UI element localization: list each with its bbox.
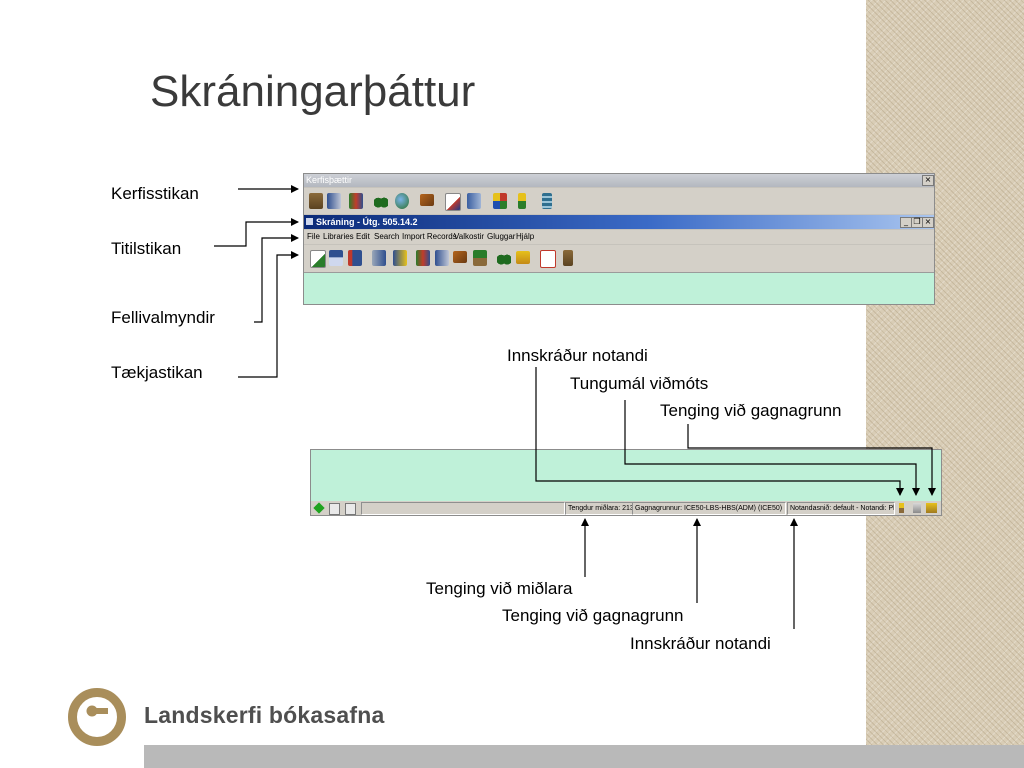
- work-area-bottom: [311, 450, 941, 501]
- logo-text: Landskerfi bókasafna: [144, 702, 385, 728]
- book-icon[interactable]: [435, 250, 449, 266]
- save-icon[interactable]: [329, 250, 343, 266]
- menu-libraries[interactable]: Libraries: [323, 232, 354, 241]
- label-innskradur-notandi-top: Innskráður notandi: [507, 346, 648, 365]
- system-bar-title: Kerfisþættir: [306, 175, 353, 185]
- window-titlebar: Skráning - Útg. 505.14.2 _ ❐ ×: [304, 215, 934, 229]
- label-tenging-midlara: Tenging við miðlara: [426, 579, 573, 598]
- slide-title: Skráningarþáttur: [150, 67, 476, 116]
- user-status-icon[interactable]: [899, 503, 904, 513]
- menu-gluggar[interactable]: Gluggar: [487, 232, 516, 241]
- label-tungumal-vidmots: Tungumál viðmóts: [570, 374, 709, 393]
- status-bar: Tengdur miðlara: 213 Gagnagrunnur: ICE50…: [311, 501, 941, 515]
- menu-search[interactable]: Search: [374, 232, 400, 241]
- stamp-icon[interactable]: [420, 194, 434, 206]
- system-bar-titlebar: Kerfisþættir ×: [304, 174, 934, 187]
- system-toolbar: [304, 188, 934, 214]
- callout-fellivalmyndir: [254, 234, 299, 323]
- label-tenging-gagnagrunn-top: Tenging við gagnagrunn: [660, 401, 842, 420]
- app-toolbar: [304, 245, 934, 273]
- work-area: [304, 273, 934, 304]
- status-database-connection: Gagnagrunnur: ICE50-LBS-HBS(ADM) (ICE50): [632, 502, 786, 515]
- pen-icon[interactable]: [445, 193, 461, 211]
- chart-icon[interactable]: [493, 193, 507, 209]
- save-as-icon[interactable]: [348, 250, 362, 266]
- callout-innskradur-top: [535, 367, 904, 496]
- menu-hjalp[interactable]: Hjálp: [516, 232, 535, 241]
- callout-tenging-gagnagrunn-top: [687, 424, 936, 496]
- callout-taekjastikan: [238, 251, 299, 378]
- menu-valkostir[interactable]: Valkostir: [454, 232, 485, 241]
- label-titilstikan: Titilstikan: [111, 239, 182, 258]
- language-icon[interactable]: [913, 503, 921, 513]
- book-icon[interactable]: [327, 193, 341, 209]
- footer-bar: [144, 745, 1024, 768]
- application-window-bottom: Tengdur miðlara: 213 Gagnagrunnur: ICE50…: [310, 449, 942, 516]
- menu-edit[interactable]: Edit: [356, 232, 370, 241]
- menu-bar: File Libraries Edit Search Import Record…: [304, 230, 934, 244]
- app-window-icon: [306, 218, 313, 225]
- label-tenging-gagnagrunn-bottom: Tenging við gagnagrunn: [502, 606, 684, 625]
- books-icon[interactable]: [416, 250, 430, 266]
- label-taekjastikan: Tækjastikan: [111, 363, 203, 382]
- logo-mark-icon: [86, 705, 108, 717]
- logo-ring-icon: [68, 688, 126, 746]
- system-bar-close-button[interactable]: ×: [922, 175, 934, 186]
- export-icon[interactable]: [393, 250, 407, 266]
- label-innskradur-notandi-bottom: Innskráður notandi: [630, 634, 771, 653]
- page-icon[interactable]: [345, 503, 356, 515]
- globe-icon[interactable]: [395, 193, 409, 209]
- decorative-texture-stripe: [866, 0, 1024, 768]
- menu-import-records[interactable]: Import Records: [402, 232, 457, 241]
- status-segment-empty: [361, 502, 565, 515]
- database-icon[interactable]: [926, 503, 937, 513]
- page-icon[interactable]: [329, 503, 340, 515]
- menu-file[interactable]: File: [307, 232, 320, 241]
- door-icon[interactable]: [309, 193, 323, 209]
- status-logged-in-user: Notandasnið: default - Notandi: Pl: [787, 502, 895, 515]
- close-button[interactable]: ×: [922, 217, 934, 228]
- application-window: Kerfisþættir × Skráning - Útg. 505.14.2 …: [303, 173, 935, 305]
- new-record-icon[interactable]: [310, 250, 326, 268]
- books-icon[interactable]: [349, 193, 363, 209]
- callout-tungumal: [624, 400, 920, 496]
- door-icon[interactable]: [563, 250, 573, 266]
- binoculars-icon[interactable]: [374, 193, 388, 209]
- label-fellivalmyndir: Fellivalmyndir: [111, 308, 215, 327]
- import-icon[interactable]: [372, 250, 386, 266]
- copy-icon[interactable]: [467, 193, 481, 209]
- window-title: Skráning - Útg. 505.14.2: [316, 217, 418, 227]
- tool-icon[interactable]: [518, 193, 526, 209]
- folder-icon[interactable]: [516, 251, 530, 264]
- stack-icon[interactable]: [542, 193, 552, 209]
- label-kerfisstikan: Kerfisstikan: [111, 184, 199, 203]
- check-icon[interactable]: [540, 250, 556, 268]
- authority-icon[interactable]: [473, 250, 487, 266]
- callout-titilstikan: [214, 218, 299, 247]
- stamp-icon[interactable]: [453, 251, 467, 263]
- binoculars-icon[interactable]: [497, 250, 511, 266]
